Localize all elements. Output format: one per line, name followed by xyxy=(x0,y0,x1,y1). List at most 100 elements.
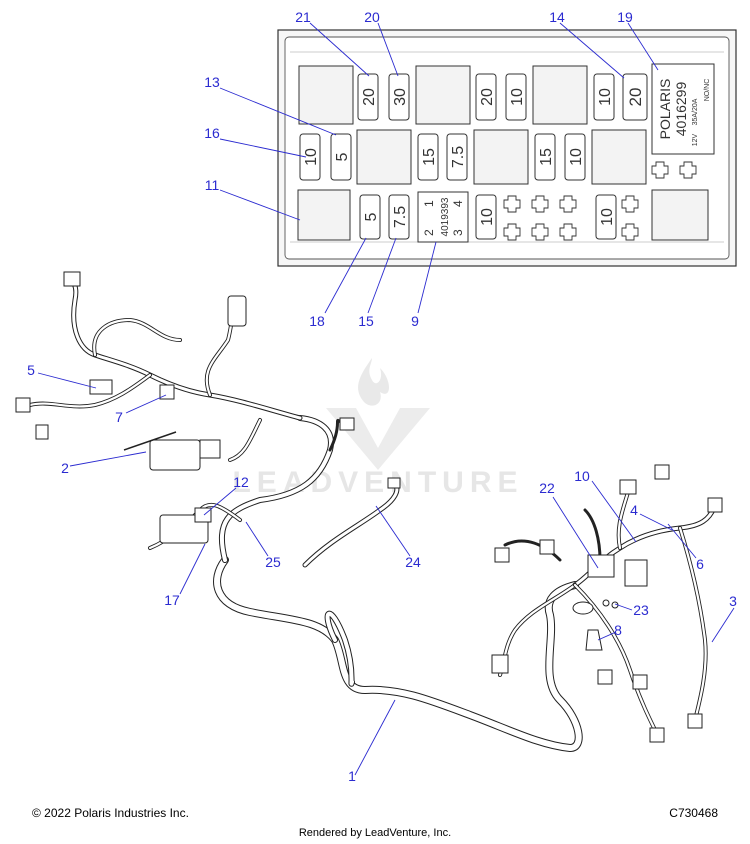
fuse-slot xyxy=(357,73,379,121)
right-branch xyxy=(498,583,577,677)
label-part-number: 4016299 xyxy=(673,82,689,137)
leader-line xyxy=(417,241,437,314)
leader-line xyxy=(203,487,237,516)
connector xyxy=(649,727,665,743)
fuse-box: 20 30 20 10 10 20 10 5 15 7.5 15 10 5 7.… xyxy=(277,29,737,267)
leader-line xyxy=(219,138,307,158)
fuse-value: 5 xyxy=(334,152,351,161)
copyright-notice: © 2022 Polaris Industries Inc. xyxy=(32,806,189,820)
relay-terminal-shapes xyxy=(503,161,697,241)
fuse-value: 20 xyxy=(361,88,378,106)
connector xyxy=(149,439,201,471)
fuse-slot xyxy=(534,133,556,181)
fuse-value: 10 xyxy=(509,88,526,106)
relay-pin-label: 4 xyxy=(451,200,465,207)
upper-left-branch xyxy=(67,277,303,421)
callout-label: 6 xyxy=(696,556,704,572)
fuse-value: 5 xyxy=(363,212,380,221)
leader-line xyxy=(69,451,147,467)
callout-label: 18 xyxy=(309,313,325,329)
relay-slot xyxy=(415,65,471,125)
fuse-slot xyxy=(359,194,381,240)
leader-line xyxy=(219,87,337,136)
leader-line xyxy=(591,480,637,543)
label-rating-current: 35A/20A xyxy=(692,98,699,125)
connector xyxy=(339,417,355,431)
callout-numbers: 21 20 14 19 13 16 11 18 15 9 5 7 2 12 25… xyxy=(27,9,737,784)
leader-line xyxy=(219,189,301,221)
leadventure-watermark: LEADVENTURE xyxy=(232,358,523,499)
relay-body xyxy=(417,191,469,243)
connector xyxy=(159,384,175,400)
leader-line xyxy=(639,513,673,531)
callout-label: 21 xyxy=(295,9,311,25)
callout-label: 1 xyxy=(348,768,356,784)
leader-line xyxy=(354,699,396,776)
leader-line xyxy=(367,237,397,314)
callout-label: 25 xyxy=(265,554,281,570)
leader-line xyxy=(377,22,399,77)
fuse-slot xyxy=(622,73,648,121)
fuse-box-label: POLARIS 4016299 12V 35A/20A NO/NC xyxy=(651,63,715,155)
callout-label: 2 xyxy=(61,460,69,476)
callout-label: 8 xyxy=(614,622,622,638)
leader-line xyxy=(324,237,367,314)
callout-label: 13 xyxy=(204,74,220,90)
upper-left-branch xyxy=(228,418,262,462)
fuse-slot xyxy=(388,194,410,240)
main-trunk-outline xyxy=(213,556,583,752)
fuse-slot xyxy=(595,194,617,240)
tie-strap xyxy=(123,431,177,451)
connector xyxy=(707,497,723,513)
fuse-values: 20 30 20 10 10 20 10 5 15 7.5 15 10 5 7.… xyxy=(303,88,645,229)
watermark-text: LEADVENTURE xyxy=(232,466,523,499)
connector xyxy=(387,477,401,489)
leader-lines xyxy=(37,22,735,776)
fuse-slot xyxy=(388,73,410,121)
connector xyxy=(539,539,555,555)
relay-part-number: 4019393 xyxy=(440,197,451,236)
callout-label: 12 xyxy=(233,474,249,490)
callout-label: 19 xyxy=(617,9,633,25)
rendered-by-credit: Rendered by LeadVenture, Inc. xyxy=(298,827,452,839)
relay-9: 2 1 3 4 4019393 xyxy=(417,191,469,243)
label-rating-contacts: NO/NC xyxy=(704,79,711,102)
grommet xyxy=(572,601,594,615)
watermark-v-icon xyxy=(326,408,430,470)
fuse-value: 15 xyxy=(421,148,438,166)
relay-pin-label: 2 xyxy=(422,229,436,236)
relay-slot xyxy=(532,65,588,125)
fuse-slot xyxy=(299,133,321,181)
leader-line xyxy=(179,543,206,595)
connector xyxy=(89,379,113,395)
relay-slot xyxy=(298,65,354,125)
fuse-slot xyxy=(475,194,497,240)
fuse-slot xyxy=(505,73,527,121)
connector xyxy=(654,464,670,480)
relay-slot xyxy=(356,129,412,185)
callout-label: 17 xyxy=(164,592,180,608)
callout-label: 4 xyxy=(630,502,638,518)
connector xyxy=(491,654,509,674)
connector xyxy=(227,295,247,327)
callout-label: 3 xyxy=(729,593,737,609)
leader-line xyxy=(37,372,97,389)
callout-label: 22 xyxy=(539,480,555,496)
fuse-value: 10 xyxy=(479,208,496,226)
relay-slot xyxy=(591,129,647,185)
callout-label: 11 xyxy=(205,177,220,193)
wiring-harness xyxy=(15,271,723,752)
connector xyxy=(35,424,49,440)
callout-label: 16 xyxy=(204,125,220,141)
connector xyxy=(494,547,510,563)
fuse-slot xyxy=(446,133,468,181)
leader-line xyxy=(125,394,167,414)
callout-label: 20 xyxy=(364,9,380,25)
connector xyxy=(15,397,31,413)
fuse-value: 15 xyxy=(538,148,555,166)
leader-line xyxy=(375,505,411,557)
label-rating-voltage: 12V xyxy=(692,133,699,146)
connector xyxy=(687,713,703,729)
connector xyxy=(624,559,648,587)
callout-label: 15 xyxy=(358,313,374,329)
